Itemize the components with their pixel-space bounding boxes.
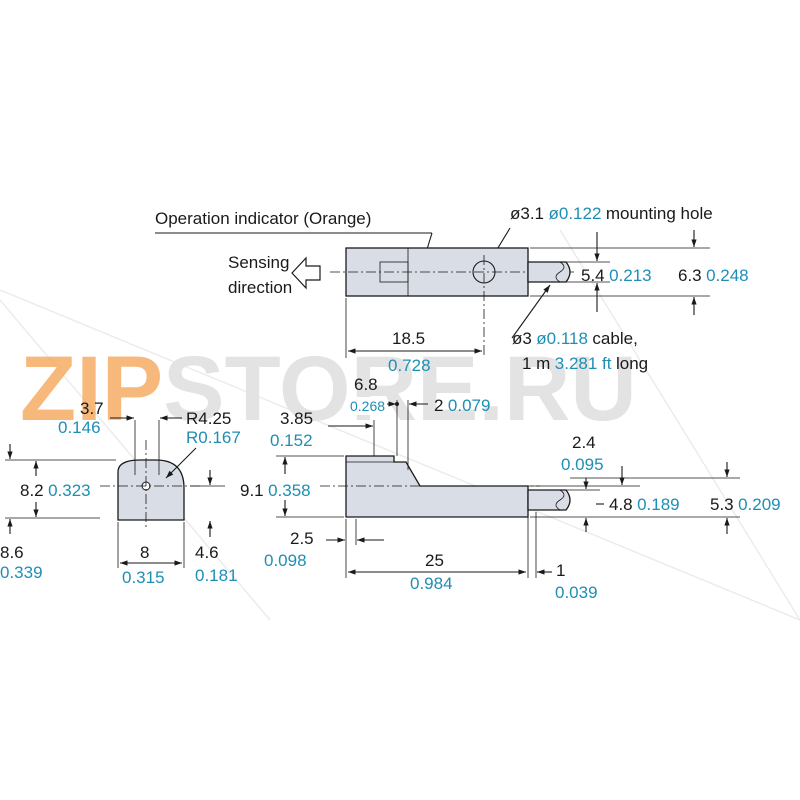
dim-1-mm: 1 bbox=[556, 561, 565, 580]
cable-label-1: ø3 ø0.118 cable, bbox=[512, 329, 638, 348]
dim-2-5-in: 0.098 bbox=[264, 551, 307, 570]
dim-4-6-mm: 4.6 bbox=[195, 543, 219, 562]
dim-18-5-mm: 18.5 bbox=[392, 329, 425, 348]
dim-25-mm: 25 bbox=[425, 551, 444, 570]
dim-r4-25-mm: R4.25 bbox=[186, 409, 231, 428]
dim-18-5-in: 0.728 bbox=[388, 356, 431, 375]
side-view: 6.8 0.268 2 0.079 3.85 0.152 9.1 0.358 2… bbox=[240, 375, 781, 602]
dim-1-in: 0.039 bbox=[555, 583, 598, 602]
watermark-store: STORE.RU bbox=[163, 338, 637, 440]
dim-6-8-dot bbox=[395, 402, 399, 406]
dim-25-in: 0.984 bbox=[410, 574, 453, 593]
dim-3-7-mm: 3.7 bbox=[80, 399, 104, 418]
dim-6-8-mm: 6.8 bbox=[354, 375, 378, 394]
dim-5-3: 5.3 0.209 bbox=[710, 495, 781, 514]
end-view: 3.7 0.146 R4.25 R0.167 8.2 0.323 8.6 0.3… bbox=[0, 399, 241, 587]
dim-6-3: 6.3 0.248 bbox=[678, 266, 749, 285]
dim-3-85-mm: 3.85 bbox=[280, 409, 313, 428]
sensor-body-side bbox=[345, 455, 529, 518]
dim-8-6-mm: 8.6 bbox=[0, 543, 24, 562]
dim-8-6-in: 0.339 bbox=[0, 563, 43, 582]
operation-indicator-label: Operation indicator (Orange) bbox=[155, 209, 371, 228]
dim-2: 2 0.079 bbox=[434, 396, 490, 415]
dim-2-4-in: 0.095 bbox=[561, 455, 604, 474]
watermark-zip: ZIP bbox=[20, 338, 163, 440]
dim-3-85-in: 0.152 bbox=[270, 431, 313, 450]
cable-leader bbox=[511, 284, 551, 339]
mounting-hole-label: ø3.1 ø0.122 mounting hole bbox=[510, 204, 713, 223]
sensing-direction-arrow bbox=[291, 256, 321, 290]
dim-2-5-mm: 2.5 bbox=[290, 529, 314, 548]
cable-side-break bbox=[555, 489, 565, 511]
sensing-label-1: Sensing bbox=[228, 253, 289, 272]
dim-6-8-in: 0.268 bbox=[350, 398, 385, 414]
dim-8-2: 8.2 0.323 bbox=[20, 481, 91, 500]
sensor-body-end bbox=[117, 459, 185, 521]
dim-3-7-in: 0.146 bbox=[58, 418, 101, 437]
dim-2-4-mm: 2.4 bbox=[572, 433, 596, 452]
cable-break bbox=[555, 261, 565, 283]
dim-6-8-bg bbox=[349, 397, 387, 415]
dim-9-1: 9.1 0.358 bbox=[240, 481, 311, 500]
dim-8-in: 0.315 bbox=[122, 568, 165, 587]
dim-r4-25-in: R0.167 bbox=[186, 428, 241, 447]
dim-4-6-in: 0.181 bbox=[195, 566, 238, 585]
cable-label-2: 1 m 3.281 ft long bbox=[522, 354, 648, 373]
dim-4-8: 4.8 0.189 bbox=[609, 495, 680, 514]
top-view: Operation indicator (Orange) ø3.1 ø0.122… bbox=[155, 204, 749, 375]
sensing-label-2: direction bbox=[228, 278, 292, 297]
cable-side bbox=[527, 489, 571, 511]
watermark-text: ZIPSTORE.RU bbox=[20, 338, 637, 440]
dim-8-mm: 8 bbox=[140, 543, 149, 562]
dim-5-4: 5.4 0.213 bbox=[581, 266, 652, 285]
radius-leader bbox=[165, 447, 197, 479]
